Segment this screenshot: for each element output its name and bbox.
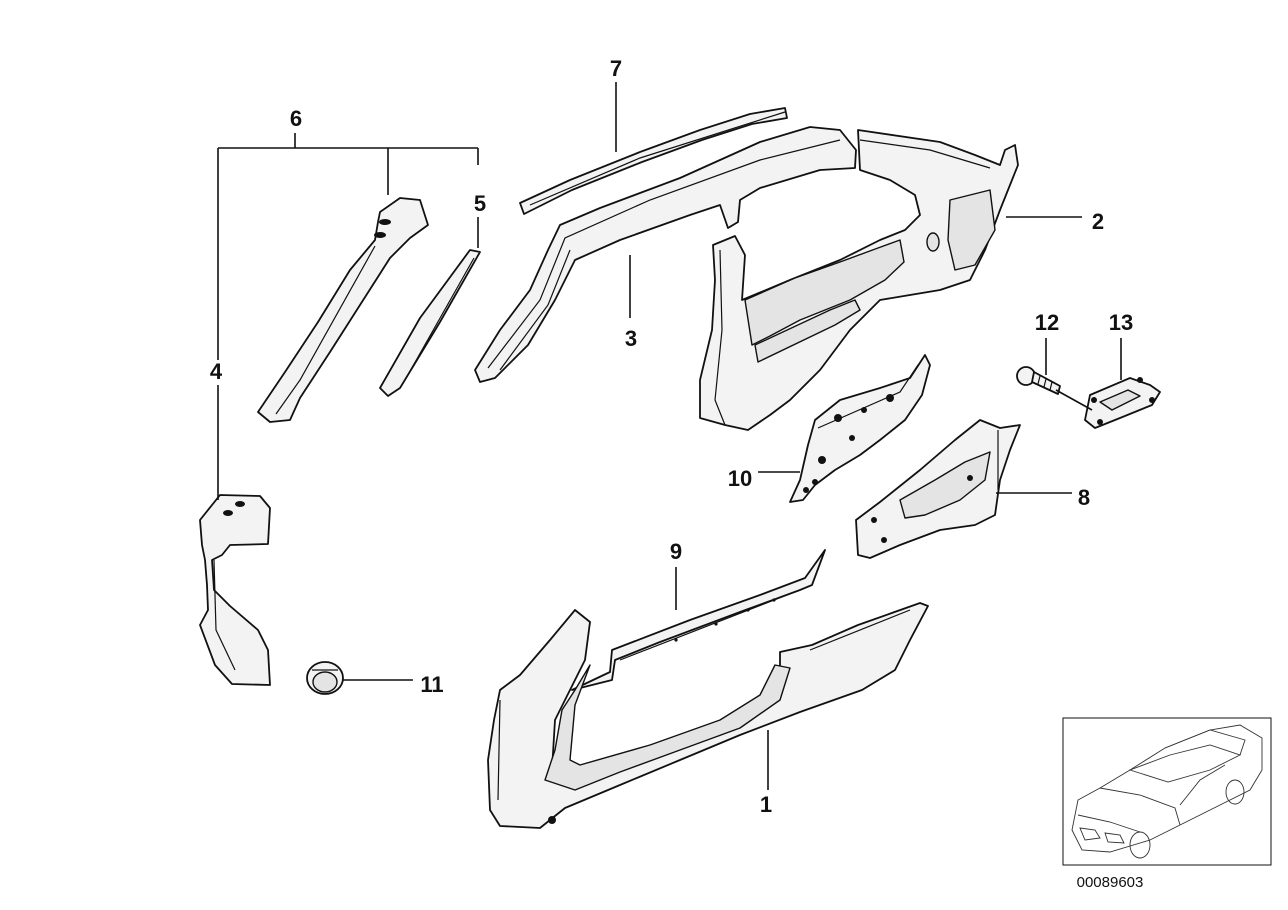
callout-5: 5 — [474, 191, 486, 216]
part-12-bolt[interactable] — [1016, 366, 1061, 395]
part-11-grommet[interactable] — [306, 661, 344, 695]
part-9-sill-reinforcement[interactable] — [571, 549, 826, 691]
callout-8: 8 — [1078, 485, 1090, 510]
document-number: 00089603 — [1077, 874, 1144, 891]
callout-9: 9 — [670, 539, 682, 564]
part-10-inner-rear-panel[interactable] — [789, 354, 931, 503]
callout-12: 12 — [1035, 310, 1059, 335]
part-13-cover-plate[interactable] — [1084, 377, 1161, 429]
part-6-b-pillar-upper[interactable] — [257, 197, 429, 423]
callout-11: 11 — [420, 672, 443, 697]
part-1-side-sill-frame[interactable] — [487, 602, 929, 829]
part-4-b-pillar-lower[interactable] — [199, 494, 271, 686]
callout-1: 1 — [760, 792, 772, 817]
callout-6: 6 — [290, 106, 302, 131]
vehicle-thumbnail — [1062, 717, 1272, 866]
callout-7: 7 — [610, 56, 622, 81]
callout-4: 4 — [210, 359, 223, 384]
callout-13: 13 — [1109, 310, 1133, 335]
callout-10: 10 — [728, 466, 752, 491]
part-8-wheel-arch-panel[interactable] — [855, 419, 1021, 559]
leader-lines — [217, 82, 1122, 790]
part-3-roof-frame[interactable] — [474, 126, 857, 383]
part-7-roof-strip[interactable] — [519, 107, 788, 215]
callout-labels: 1 2 3 4 5 6 7 8 9 10 11 12 13 — [210, 56, 1133, 817]
part-5-b-pillar-strip[interactable] — [379, 249, 481, 397]
callout-3: 3 — [625, 326, 637, 351]
callout-2: 2 — [1092, 209, 1104, 234]
part-2-rear-quarter-panel[interactable] — [699, 129, 1019, 431]
